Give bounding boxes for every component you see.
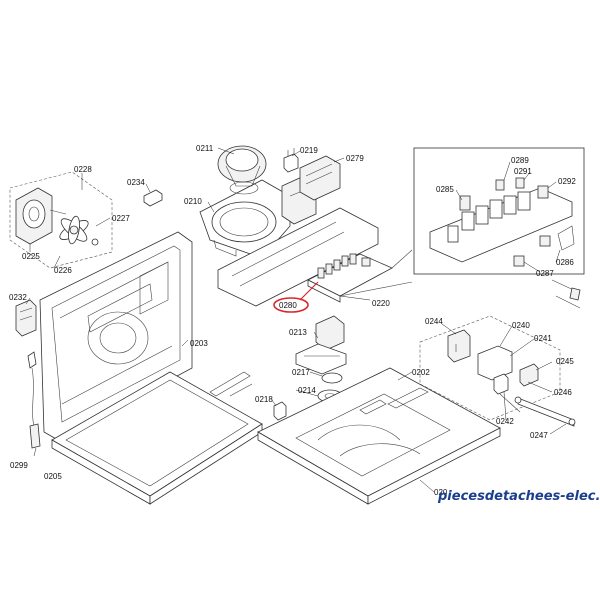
control-module	[299, 155, 341, 201]
label-0226: 0226	[54, 266, 72, 275]
label-0242: 0242	[496, 417, 514, 426]
part-labels: 0211 0219 0279 0228 0234 0210 0227 0225 …	[9, 144, 576, 497]
label-0285: 0285	[436, 185, 454, 194]
small-block	[143, 189, 163, 207]
label-0299: 0299	[10, 461, 28, 470]
label-0205: 0205	[44, 472, 62, 481]
watermark: piecesdetachees-elec.com	[437, 489, 600, 504]
heating-element-assembly	[419, 315, 561, 421]
label-0203: 0203	[190, 339, 208, 348]
electronics-carrier	[217, 175, 379, 307]
label-0246: 0246	[554, 388, 572, 397]
fan-blade	[59, 215, 89, 245]
label-0234: 0234	[127, 178, 145, 187]
label-0247: 0247	[530, 431, 548, 440]
label-0292: 0292	[558, 177, 576, 186]
label-0280: 0280	[279, 301, 297, 310]
label-0289: 0289	[511, 156, 529, 165]
label-0291: 0291	[514, 167, 532, 176]
label-0213: 0213	[289, 328, 307, 337]
lower-fan-motor	[295, 315, 347, 403]
relay-board	[307, 249, 413, 303]
label-0279: 0279	[346, 154, 364, 163]
sensor-cable	[27, 351, 41, 449]
label-0218: 0218	[255, 395, 273, 404]
label-020: 020	[434, 488, 448, 497]
label-0210: 0210	[184, 197, 202, 206]
label-0287: 0287	[536, 269, 554, 278]
small-connector	[273, 401, 287, 421]
label-0225: 0225	[22, 252, 40, 261]
upper-housing	[199, 179, 291, 259]
label-0211: 0211	[196, 144, 214, 153]
label-0228: 0228	[74, 165, 92, 174]
label-0214: 0214	[298, 386, 316, 395]
heating-rod	[514, 396, 576, 427]
pcb-detail-inset	[413, 147, 585, 275]
label-0286: 0286	[556, 258, 574, 267]
label-0232: 0232	[9, 293, 27, 302]
fan-motor-assembly	[9, 171, 113, 269]
temperature-probe	[551, 279, 581, 309]
label-0240: 0240	[512, 321, 530, 330]
label-0245: 0245	[556, 357, 574, 366]
label-0227: 0227	[112, 214, 130, 223]
highlight-circle	[273, 297, 309, 313]
label-0217: 0217	[292, 368, 310, 377]
door-latch	[15, 299, 37, 337]
label-0220: 0220	[372, 299, 390, 308]
leader-lines	[25, 147, 567, 493]
label-0219: 0219	[300, 146, 318, 155]
highlight-pointer	[299, 281, 319, 301]
small-switch	[283, 148, 299, 173]
bottom-plate	[257, 367, 501, 505]
label-0202: 0202	[412, 368, 430, 377]
convection-fan-motor	[217, 145, 267, 195]
label-0241: 0241	[534, 334, 552, 343]
label-0244: 0244	[425, 317, 443, 326]
